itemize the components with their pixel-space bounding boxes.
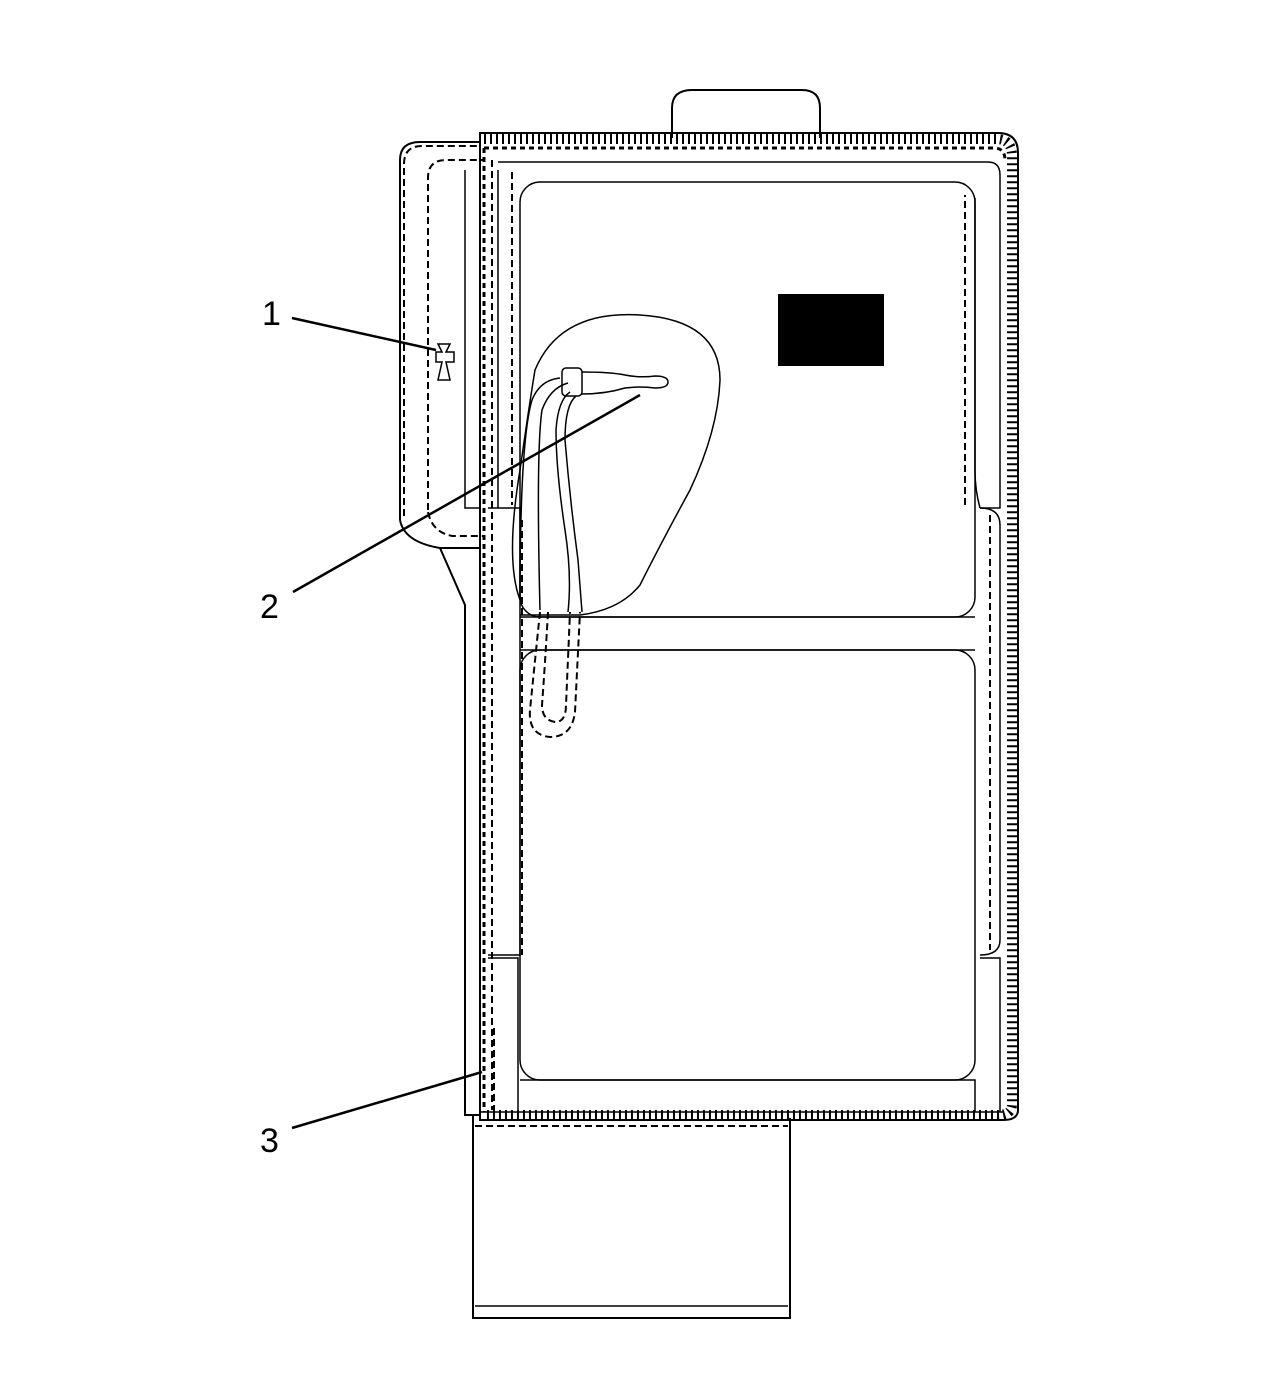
module-body: [479, 132, 1019, 1121]
side-flap: [399, 141, 484, 1116]
top-tab: [671, 89, 821, 138]
callout-3: 3: [260, 1122, 279, 1160]
clip-fastener: [435, 343, 455, 381]
callout-1: 1: [262, 295, 281, 333]
callout-2: 2: [260, 588, 279, 626]
label-patch: [778, 294, 884, 366]
leader-line-1: [291, 316, 437, 352]
wire-harness: [511, 313, 721, 739]
bottom-flap: [472, 1115, 791, 1319]
leader-line-3: [291, 1070, 483, 1130]
leader-line-2: [292, 393, 641, 594]
